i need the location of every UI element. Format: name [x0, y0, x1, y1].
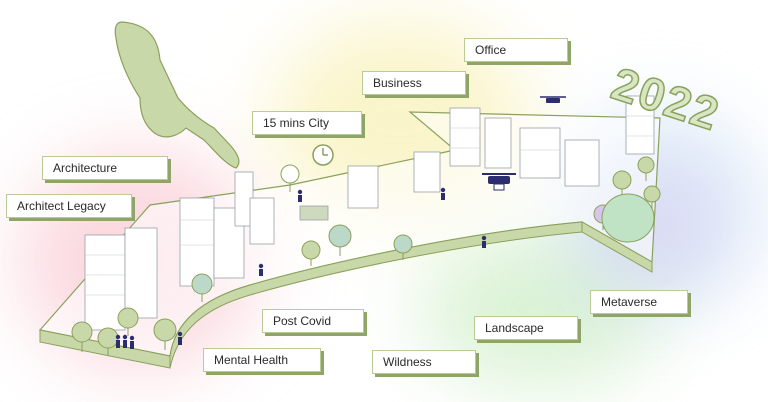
tree-icon: [301, 240, 321, 266]
tree-icon: [393, 234, 413, 260]
label-architect-legacy: Architect Legacy: [6, 194, 132, 218]
label-metaverse: Metaverse: [590, 290, 688, 314]
person-icon: [115, 334, 121, 348]
person-icon: [258, 263, 264, 276]
buildings: [84, 95, 655, 331]
person-icon: [129, 335, 135, 349]
label-15-mins-city: 15 mins City: [252, 111, 362, 135]
tree-icon: [153, 318, 177, 350]
person-icon: [122, 334, 128, 348]
building: [519, 127, 561, 179]
person-icon: [297, 189, 303, 202]
building: [564, 139, 600, 187]
person-icon: [481, 235, 487, 248]
building: [124, 227, 158, 319]
building: [249, 197, 275, 245]
building: [484, 117, 512, 169]
trees: [71, 156, 661, 356]
window-lines: [85, 115, 654, 296]
tree-icon: [280, 164, 300, 192]
person-icon: [440, 187, 446, 200]
label-post-covid: Post Covid: [262, 309, 364, 333]
clock-icon: [312, 144, 334, 166]
label-business: Business: [362, 71, 466, 95]
label-landscape: Landscape: [474, 316, 578, 340]
drone-icon: [540, 96, 566, 103]
person-icon: [177, 331, 183, 345]
label-mental-health: Mental Health: [203, 348, 321, 372]
tree-icon: [191, 273, 213, 302]
hand-icon: [114, 21, 240, 169]
building: [625, 95, 655, 155]
tree-icon: [71, 321, 93, 352]
building: [449, 107, 481, 167]
building: [179, 197, 215, 287]
label-architecture: Architecture: [42, 156, 168, 180]
tree-icon: [601, 193, 655, 243]
label-wildness: Wildness: [372, 350, 476, 374]
building: [347, 165, 379, 209]
building: [413, 151, 441, 193]
tree-icon: [328, 224, 352, 256]
tree-icon: [117, 307, 139, 336]
tree-icon: [637, 156, 655, 181]
tree-icon: [612, 170, 632, 197]
drone-icon: [482, 173, 516, 191]
label-office: Office: [464, 38, 568, 62]
people: [115, 187, 487, 349]
park-plaza: [299, 205, 329, 221]
